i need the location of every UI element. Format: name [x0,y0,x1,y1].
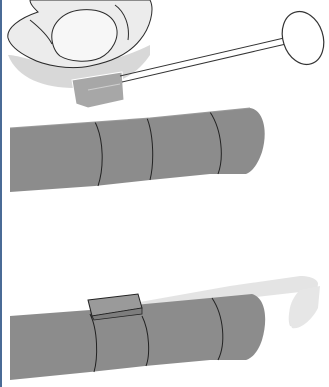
wrap-seam-3 [209,111,222,175]
wrapped-bar [10,108,265,192]
pull-tab-fold [87,83,121,91]
step-1-panel [7,0,325,109]
finger-crease [114,4,129,41]
bar-top-edge [9,107,251,129]
thumb-crease [29,19,53,45]
loop-string [119,37,285,77]
wrap-seam-2 [146,117,154,181]
finger-icon [51,9,118,62]
strip-end-curl [289,286,320,329]
loop-ring-icon [281,10,325,66]
light-strip [140,276,318,327]
wrap-seam-final-2 [141,315,150,367]
wrap-seam-final-3 [211,297,224,361]
folded-tab-front [91,307,143,321]
step-2-panel [9,107,265,192]
step-3-panel [10,276,320,380]
wrap-seam-final-1 [89,313,98,373]
wrap-seam-1 [94,121,103,187]
left-frame-border [0,0,2,387]
pull-tab [71,71,125,109]
loop-string-return [121,43,287,83]
wrapped-bar-final [10,294,266,380]
